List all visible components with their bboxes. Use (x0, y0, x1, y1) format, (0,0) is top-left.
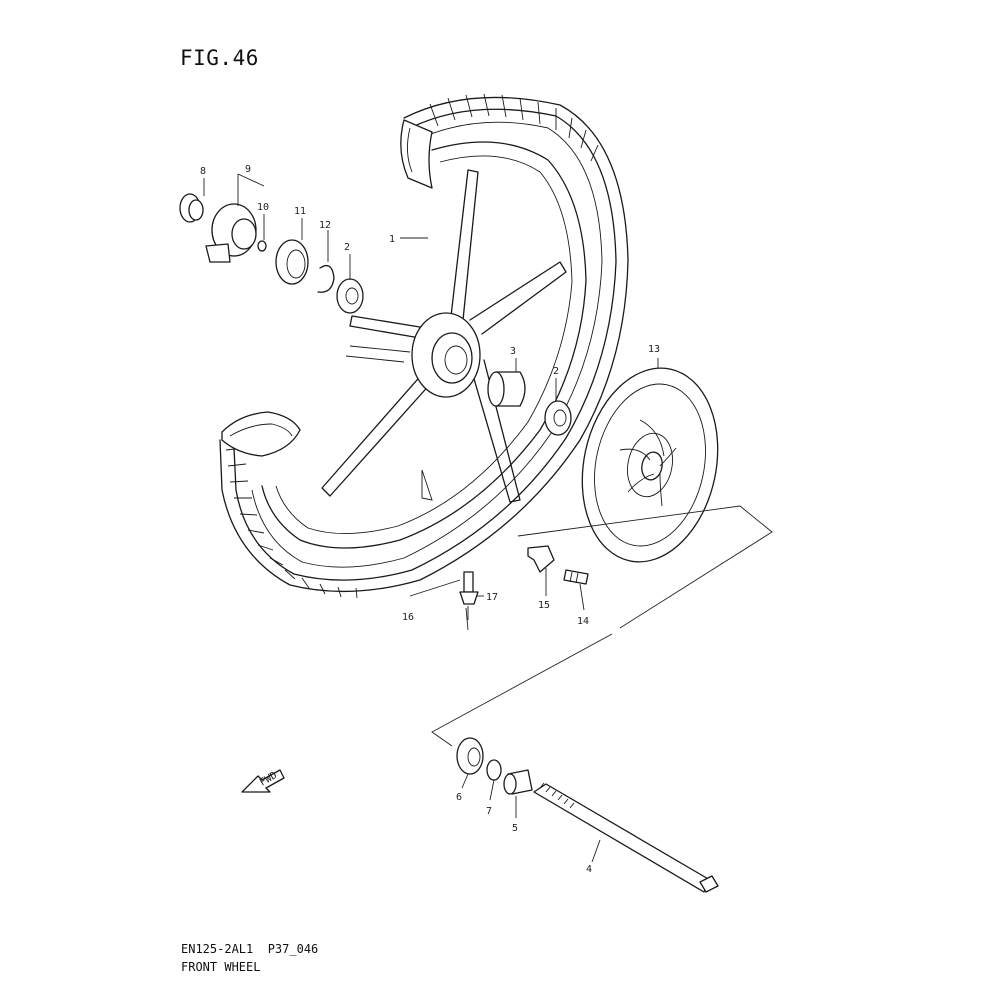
lock-washer (527, 545, 555, 573)
callout-16: 16 (402, 612, 414, 623)
callout-11: 11 (294, 206, 306, 217)
callout-6: 6 (456, 792, 462, 803)
dust-seal (275, 239, 309, 285)
callout-3: 3 (510, 346, 516, 357)
spacer (487, 371, 526, 407)
spacer (503, 769, 533, 795)
figure-title: FIG.46 (180, 46, 259, 70)
callout-2a: 2 (344, 242, 350, 253)
fwd-arrow-icon: FWD (241, 769, 285, 793)
callout-labels: 8 9 10 11 12 2 1 3 2 13 17 16 15 14 6 7 … (200, 164, 660, 875)
axle (533, 782, 719, 893)
bearing (544, 400, 572, 436)
wheel-rim (261, 141, 587, 549)
dust-seal (456, 737, 484, 775)
washer (257, 240, 267, 252)
callout-12: 12 (319, 220, 331, 231)
washer (486, 759, 502, 781)
callout-13: 13 (648, 344, 660, 355)
callout-9: 9 (245, 164, 251, 175)
model-code: EN125-2AL1 P37_046 (181, 942, 319, 956)
callout-10: 10 (257, 202, 269, 213)
cap (179, 193, 204, 223)
callout-17: 17 (486, 592, 498, 603)
callout-4: 4 (586, 864, 592, 875)
callout-1: 1 (389, 234, 395, 245)
bearing (336, 278, 364, 314)
section-name: FRONT WHEEL (181, 960, 261, 974)
callout-leaders (203, 173, 659, 863)
callout-15: 15 (538, 600, 550, 611)
gearbox (205, 203, 257, 263)
bolt (563, 569, 589, 585)
callout-14: 14 (577, 616, 589, 627)
callout-8: 8 (200, 166, 206, 177)
callout-2b: 2 (553, 366, 559, 377)
callout-5: 5 (512, 823, 518, 834)
circlip (317, 264, 335, 293)
callout-7: 7 (486, 806, 492, 817)
valve (459, 571, 479, 620)
